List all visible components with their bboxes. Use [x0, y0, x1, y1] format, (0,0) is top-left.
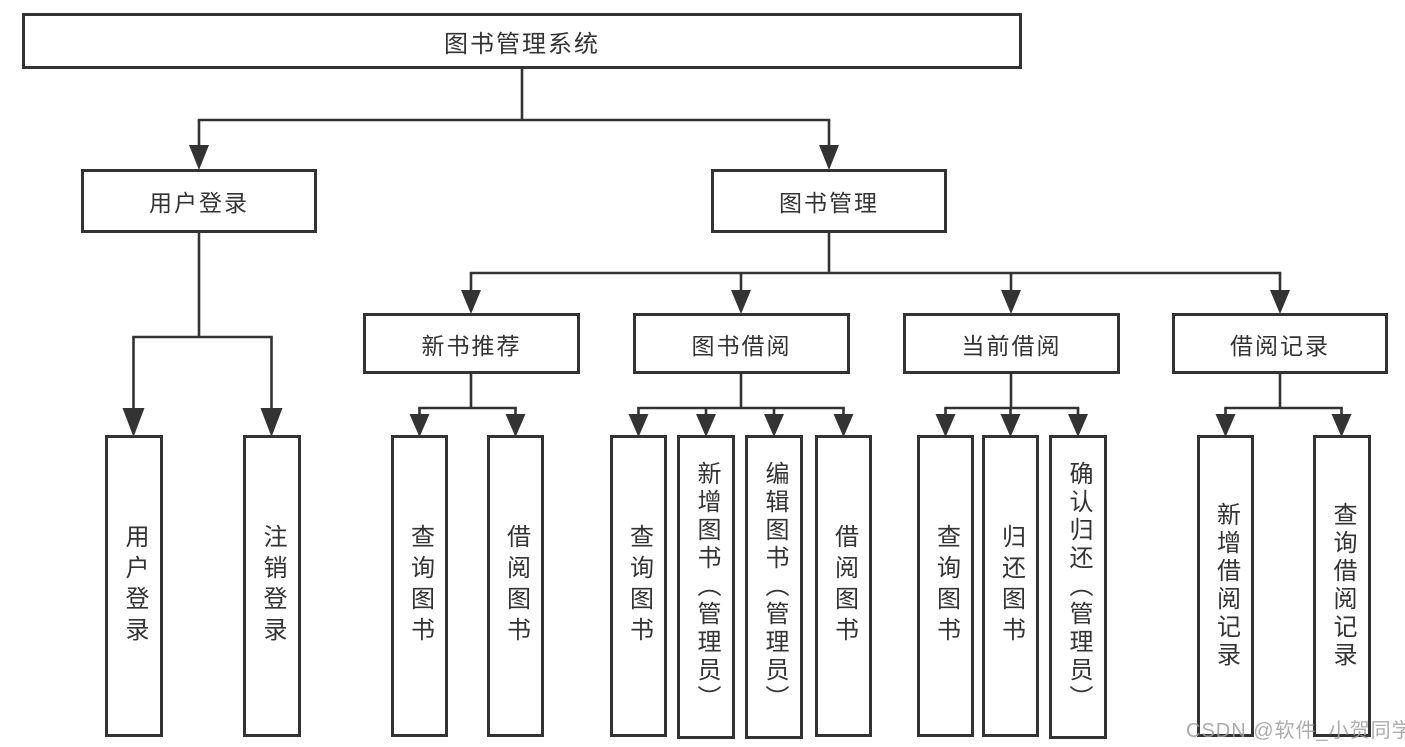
leaf-borrow-borrow-book-label: 借阅图书 — [830, 524, 858, 648]
node-book-borrow-label: 图书借阅 — [691, 332, 792, 359]
leaf-logout: 注销登录 — [243, 435, 301, 737]
csdn-watermark: CSDN @软件_小贺同学 — [1186, 720, 1405, 742]
leaf-borrow-query-book: 查询图书 — [610, 435, 667, 737]
leaf-logout-label: 注销登录 — [259, 524, 286, 648]
leaf-recommend-borrow-book-label: 借阅图书 — [502, 524, 530, 648]
node-user-login: 用户登录 — [81, 169, 317, 233]
node-new-book-recommend-label: 新书推荐 — [421, 332, 522, 359]
leaf-current-query-book-label: 查询图书 — [932, 524, 960, 648]
leaf-confirm-return-admin-label: 确认归还（管理员） — [1065, 461, 1092, 713]
leaf-query-borrow-record-label: 查询借阅记录 — [1329, 502, 1356, 670]
leaf-recommend-borrow-book: 借阅图书 — [487, 435, 544, 737]
node-current-borrow-label: 当前借阅 — [961, 332, 1062, 359]
leaf-confirm-return-admin: 确认归还（管理员） — [1049, 435, 1107, 739]
node-book-management: 图书管理 — [711, 169, 947, 233]
leaf-recommend-query-book: 查询图书 — [391, 435, 448, 737]
leaf-user-login: 用户登录 — [105, 435, 163, 737]
node-root-label: 图书管理系统 — [444, 30, 600, 58]
leaf-borrow-query-book-label: 查询图书 — [625, 524, 653, 648]
leaf-add-book-admin-label: 新增图书（管理员） — [693, 461, 720, 713]
leaf-edit-book-admin-label: 编辑图书（管理员） — [761, 461, 788, 713]
leaf-recommend-query-book-label: 查询图书 — [406, 524, 434, 648]
leaf-borrow-borrow-book: 借阅图书 — [815, 435, 872, 737]
leaf-edit-book-admin: 编辑图书（管理员） — [745, 435, 803, 739]
leaf-user-login-label: 用户登录 — [121, 524, 148, 648]
leaf-return-book-label: 归还图书 — [997, 524, 1025, 648]
node-user-login-label: 用户登录 — [149, 190, 249, 216]
leaf-return-book: 归还图书 — [982, 435, 1039, 737]
leaf-add-borrow-record: 新增借阅记录 — [1197, 435, 1254, 737]
node-book-management-label: 图书管理 — [779, 190, 879, 216]
node-book-borrow: 图书借阅 — [633, 313, 850, 374]
leaf-add-borrow-record-label: 新增借阅记录 — [1212, 502, 1240, 670]
node-root: 图书管理系统 — [22, 13, 1022, 69]
leaf-current-query-book: 查询图书 — [917, 435, 974, 737]
node-borrow-records: 借阅记录 — [1172, 313, 1388, 374]
leaf-add-book-admin: 新增图书（管理员） — [677, 435, 735, 739]
node-new-book-recommend: 新书推荐 — [363, 313, 580, 374]
node-current-borrow: 当前借阅 — [903, 313, 1120, 374]
leaf-query-borrow-record: 查询借阅记录 — [1313, 435, 1371, 737]
node-borrow-records-label: 借阅记录 — [1230, 332, 1330, 359]
